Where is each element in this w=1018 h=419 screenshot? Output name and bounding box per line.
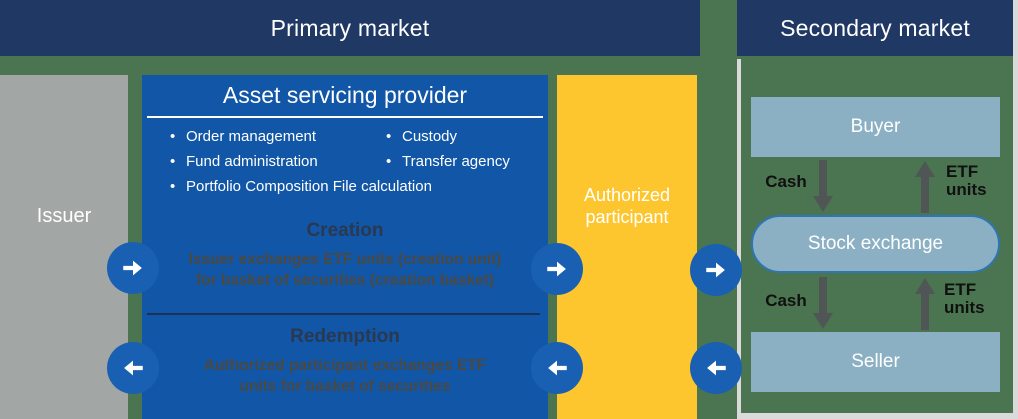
asset-servicing-provider-box: Asset servicing provider • Order managem… (142, 75, 548, 419)
redemption-text-line2: units for basket of securities (239, 378, 451, 395)
etf-label-line1: ETF (946, 162, 979, 181)
authorized-participant-label-line2: participant (585, 207, 669, 227)
arrow-right-icon (123, 260, 142, 276)
asp-title-underline (147, 116, 543, 118)
cash-down-arrow-top (813, 160, 833, 212)
service-label: Transfer agency (402, 153, 510, 170)
participant-to-asp-arrow (531, 342, 583, 394)
creation-redemption-divider (147, 313, 540, 315)
bullet-icon: • (170, 128, 176, 145)
asp-services-column-2: • Custody • Transfer agency (386, 124, 510, 174)
stock-exchange-pill: Stock exchange (751, 215, 1000, 273)
asp-title: Asset servicing provider (222, 82, 468, 108)
cash-down-arrow-bottom (813, 277, 833, 329)
etf-label-line2: units (944, 298, 985, 317)
cash-label-top: Cash (765, 172, 807, 191)
asp-to-issuer-arrow (107, 342, 159, 394)
asp-to-participant-arrow (531, 243, 583, 295)
service-label: Fund administration (186, 153, 318, 170)
list-item: • Custody (386, 124, 510, 149)
arrow-right-icon (547, 261, 566, 277)
arrow-left-icon (124, 360, 143, 376)
secondary-panel-left-border (737, 59, 741, 419)
issuer-label: Issuer (36, 205, 92, 227)
secondary-market-header: Secondary market (737, 0, 1013, 56)
issuer-to-asp-arrow (107, 242, 159, 294)
creation-text-line2: for basket of securities (creation baske… (195, 272, 495, 289)
arrow-left-icon (548, 360, 567, 376)
arrow-right-icon (706, 262, 725, 278)
stock-exchange-label: Stock exchange (807, 233, 944, 254)
list-item: • Fund administration (170, 149, 432, 174)
secondary-panel-bottom-border (741, 413, 1013, 419)
list-item: • Transfer agency (386, 149, 510, 174)
exchange-to-participant-arrow (690, 342, 742, 394)
creation-text-line1: Issuer exchanges ETF units (creation uni… (188, 251, 502, 268)
redemption-title: Redemption (290, 326, 400, 347)
etf-up-arrow-bottom (915, 278, 935, 330)
redemption-section: Redemption Authorized participant exchan… (142, 326, 548, 397)
creation-section: Creation Issuer exchanges ETF units (cre… (142, 220, 548, 291)
secondary-market-title: Secondary market (780, 14, 970, 41)
redemption-text-line1: Authorized participant exchanges ETF (203, 357, 487, 374)
seller-label: Seller (851, 351, 900, 372)
list-item: • Portfolio Composition File calculation (170, 174, 432, 199)
bullet-icon: • (386, 153, 392, 170)
etf-up-arrow-top (915, 161, 935, 213)
bullet-icon: • (170, 178, 176, 195)
etf-label-line2: units (946, 180, 987, 199)
seller-box: Seller (751, 332, 1000, 392)
primary-market-header: Primary market (0, 0, 700, 56)
primary-market-title: Primary market (270, 14, 430, 41)
participant-to-exchange-arrow (690, 244, 742, 296)
service-label: Custody (402, 128, 458, 145)
cash-label-bottom: Cash (765, 291, 807, 310)
secondary-panel-right-border (1013, 0, 1018, 419)
creation-title: Creation (306, 220, 384, 241)
etf-units-label-top: ETF units (946, 163, 987, 199)
bullet-icon: • (170, 153, 176, 170)
etf-label-line1: ETF (944, 280, 977, 299)
buyer-box: Buyer (751, 97, 1000, 157)
asp-services-column-1: • Order management • Fund administration… (170, 124, 432, 199)
issuer-box: Issuer (0, 75, 128, 419)
bullet-icon: • (386, 128, 392, 145)
service-label: Order management (186, 128, 317, 145)
authorized-participant-label-line1: Authorized (583, 185, 671, 205)
list-item: • Order management (170, 124, 432, 149)
arrow-left-icon (707, 360, 726, 376)
service-label: Portfolio Composition File calculation (186, 178, 432, 195)
buyer-label: Buyer (850, 116, 901, 137)
etf-units-label-bottom: ETF units (944, 281, 985, 317)
